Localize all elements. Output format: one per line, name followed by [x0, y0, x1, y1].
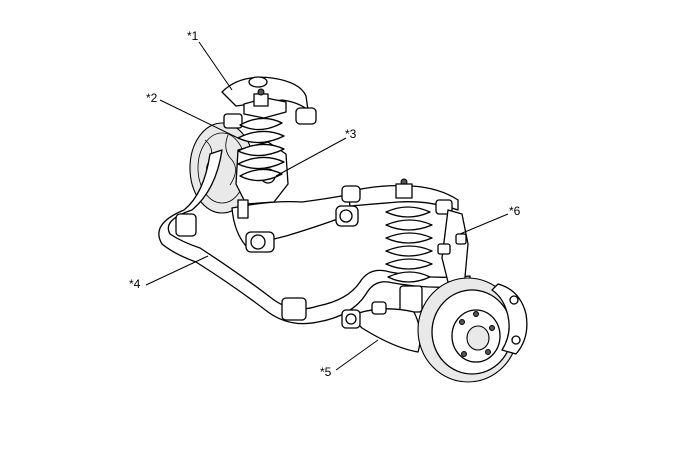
- leader-line-5: [335, 339, 379, 371]
- right-coil-spring: [385, 206, 433, 313]
- left-upper-control-arm: [221, 76, 317, 129]
- right-brake-disc: [417, 277, 519, 383]
- callout-label-6: *6: [509, 204, 521, 218]
- callout-label-2: *2: [146, 91, 158, 105]
- callout-label-3: *3: [345, 127, 357, 141]
- callout-label-1: *1: [187, 29, 199, 43]
- right-upper-control-arm: [341, 178, 459, 215]
- left-lower-control-arm: [231, 193, 359, 253]
- callout-label-4: *4: [129, 277, 141, 291]
- leader-line-6: [459, 213, 509, 235]
- leader-line-2: [159, 99, 239, 139]
- leader-line-3: [275, 137, 347, 177]
- right-lower-control-arm: [341, 301, 421, 353]
- left-coil-spring: [237, 88, 287, 182]
- right-brake-caliper: [491, 283, 528, 355]
- leader-line-4: [145, 255, 209, 286]
- leader-line-1: [198, 41, 233, 91]
- callout-label-5: *5: [320, 365, 332, 379]
